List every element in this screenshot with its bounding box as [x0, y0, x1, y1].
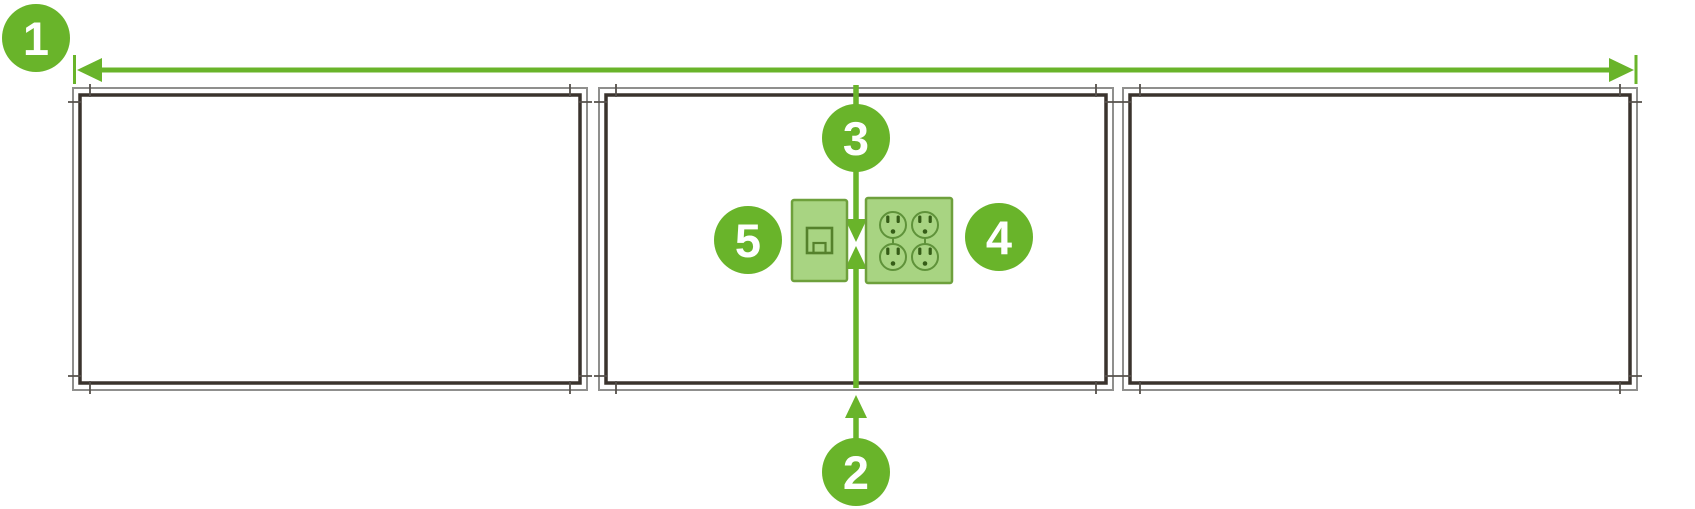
- low-voltage-plate-icon: [805, 226, 834, 255]
- quad-outlet-icon: [879, 211, 939, 271]
- callout-3-badge: 3: [822, 104, 890, 172]
- display-3: [1116, 82, 1644, 396]
- display-1: [66, 82, 594, 396]
- callout-4-badge: 4: [965, 203, 1033, 271]
- low-voltage-box: [790, 198, 849, 283]
- quad-outlet-box: [864, 196, 954, 285]
- width-dimension-arrow-icon: [73, 55, 1638, 84]
- callout-2-badge: 2: [822, 438, 890, 506]
- bottom-edge-arrow-icon: [845, 395, 867, 441]
- callout-5-badge: 5: [714, 206, 782, 274]
- callout-1-badge: 1: [2, 4, 70, 72]
